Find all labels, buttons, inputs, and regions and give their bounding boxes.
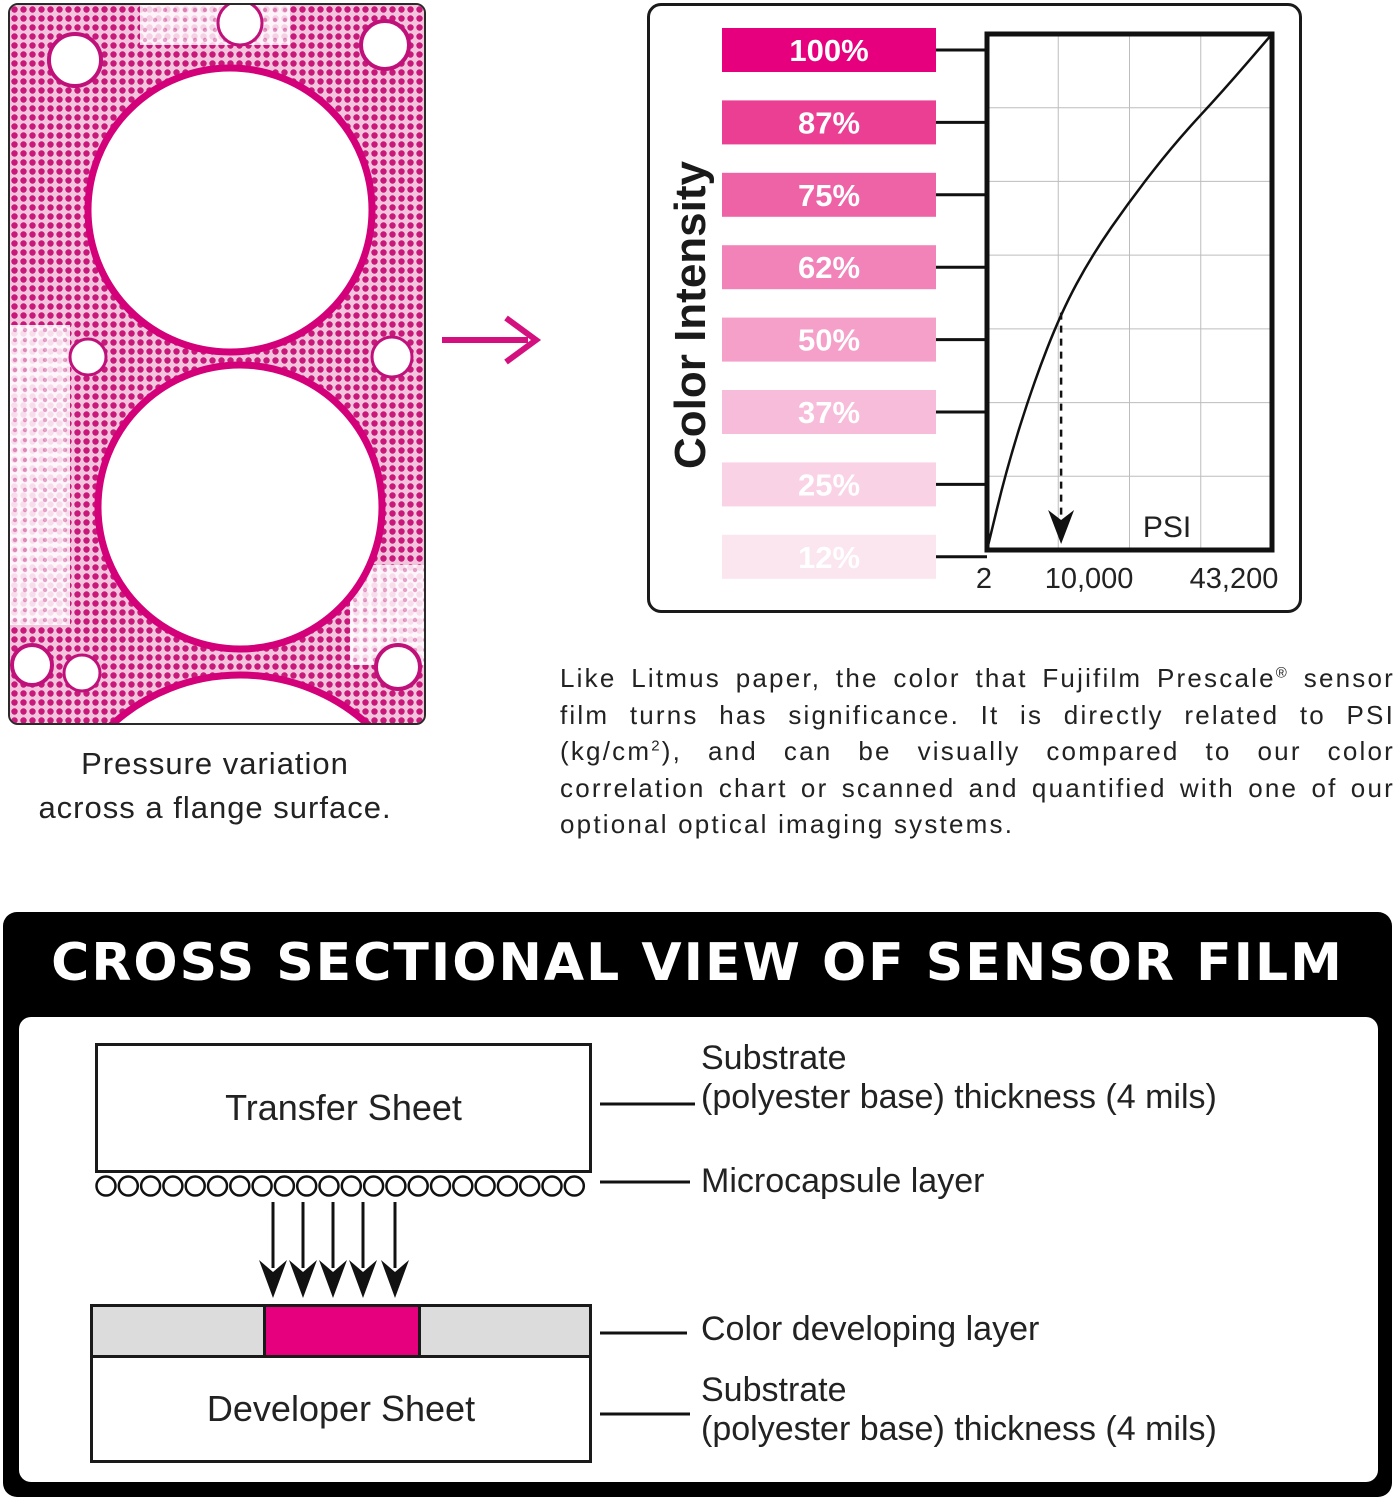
- label-microcapsule-text: Microcapsule layer: [701, 1162, 985, 1200]
- microcapsule: [206, 1175, 229, 1197]
- microcapsule: [251, 1175, 273, 1197]
- intensity-swatch: [722, 534, 936, 579]
- intensity-label: 37%: [798, 395, 860, 430]
- microcapsule: [318, 1175, 340, 1197]
- microcapsule: [295, 1175, 318, 1197]
- microcapsule: [362, 1175, 385, 1197]
- intensity-label: 75%: [798, 178, 860, 213]
- description-part3: ), and can be visually compared to our c…: [560, 736, 1395, 839]
- registered-mark: ®: [1275, 664, 1290, 682]
- intensity-label: 100%: [789, 33, 868, 68]
- intensity-label: 62%: [798, 250, 860, 285]
- microcapsule: [474, 1175, 496, 1197]
- x-tick-label: 10,000: [1045, 563, 1134, 595]
- label-color-developing: Color developing layer: [701, 1310, 1039, 1349]
- intensity-swatch: [722, 462, 936, 507]
- plot-frame: [984, 31, 1275, 553]
- label-substrate-top: Substrate (polyester base) thickness (4 …: [701, 1039, 1217, 1117]
- pressure-arrowhead: [319, 1260, 347, 1298]
- label-substrate-top-line2: (polyester base) thickness (4 mils): [701, 1078, 1217, 1116]
- x-tick-label: 43,200: [1190, 563, 1279, 595]
- chart-axes: 2 10,000 43,200: [976, 31, 1279, 595]
- intensity-swatch: [722, 317, 936, 362]
- description-part1: Like Litmus paper, the color that Fujifi…: [560, 663, 1276, 693]
- pressure-arrowhead: [349, 1260, 377, 1298]
- x-axis-label: PSI: [1143, 511, 1191, 544]
- chart-grid: [987, 34, 1272, 550]
- pressure-arrows-icon: [259, 1202, 409, 1298]
- microcapsule-row: [95, 1175, 586, 1197]
- intensity-swatch: [722, 100, 936, 145]
- microcapsule: [139, 1175, 162, 1197]
- y-axis-label: Color Intensity: [666, 160, 715, 469]
- microcapsule: [273, 1175, 296, 1197]
- microcapsule: [184, 1175, 206, 1197]
- intensity-label: 25%: [798, 467, 860, 502]
- cross-section-title: CROSS SECTIONAL VIEW OF SENSOR FILM: [51, 933, 1344, 993]
- developer-sheet-label: Developer Sheet: [206, 1388, 476, 1429]
- microcapsule: [162, 1175, 184, 1197]
- right-arrow-icon: [442, 315, 542, 365]
- intensity-swatch: [722, 28, 936, 72]
- label-microcapsule: Microcapsule layer: [701, 1162, 984, 1201]
- microcapsule: [117, 1175, 140, 1197]
- label-substrate-top-line1: Substrate: [701, 1039, 847, 1077]
- microcapsule: [429, 1175, 452, 1197]
- description-paragraph: Like Litmus paper, the color that Fujifi…: [560, 660, 1395, 843]
- microcapsule: [340, 1175, 363, 1197]
- developer-sheet: Developer Sheet: [90, 1355, 592, 1463]
- pressure-arrowhead: [381, 1260, 409, 1298]
- microcapsule: [563, 1175, 586, 1197]
- intensity-swatches: 100% 87% 75% 62% 50% 37% 25% 12%: [722, 28, 987, 579]
- x-tick-label: 2: [976, 563, 992, 595]
- label-substrate-bottom-line2: (polyester base) thickness (4 mils): [701, 1410, 1217, 1448]
- superscript-2: 2: [651, 737, 662, 755]
- microcapsule: [407, 1175, 429, 1197]
- intensity-swatch: [722, 172, 936, 217]
- microcapsule: [518, 1175, 541, 1197]
- gasket-illustration: [10, 5, 424, 723]
- gasket-caption-line1: Pressure variation: [81, 746, 349, 781]
- microcapsule: [541, 1175, 563, 1197]
- developed-color-zone: [263, 1304, 421, 1358]
- intensity-swatch: [722, 245, 936, 290]
- gasket-caption-line2: across a flange surface.: [38, 790, 392, 825]
- label-substrate-bottom: Substrate (polyester base) thickness (4 …: [701, 1371, 1217, 1449]
- pressure-arrowhead: [289, 1260, 317, 1298]
- microcapsule: [385, 1175, 407, 1197]
- pressure-curve: [985, 33, 1273, 551]
- color-developing-layer: [90, 1304, 592, 1358]
- gasket-caption: Pressure variation across a flange surfa…: [0, 742, 430, 830]
- down-arrow-icon: [1048, 510, 1075, 544]
- microcapsule: [496, 1175, 519, 1197]
- microcapsule: [95, 1175, 117, 1197]
- transfer-sheet: Transfer Sheet: [95, 1043, 592, 1173]
- microcapsule: [229, 1175, 251, 1197]
- label-substrate-bottom-line1: Substrate: [701, 1371, 847, 1409]
- pressure-arrowhead: [259, 1260, 287, 1298]
- microcapsule: [452, 1175, 474, 1197]
- intensity-label: 87%: [798, 105, 860, 140]
- transfer-sheet-label: Transfer Sheet: [225, 1087, 462, 1128]
- gasket-pressure-image: [8, 3, 426, 725]
- description-part2: sensor film turns has significance. It i…: [560, 663, 1395, 766]
- intensity-swatch: [722, 390, 936, 434]
- intensity-label: 12%: [798, 540, 860, 575]
- leader-lines: [600, 1102, 695, 1416]
- label-color-developing-text: Color developing layer: [701, 1310, 1040, 1348]
- intensity-label: 50%: [798, 323, 860, 358]
